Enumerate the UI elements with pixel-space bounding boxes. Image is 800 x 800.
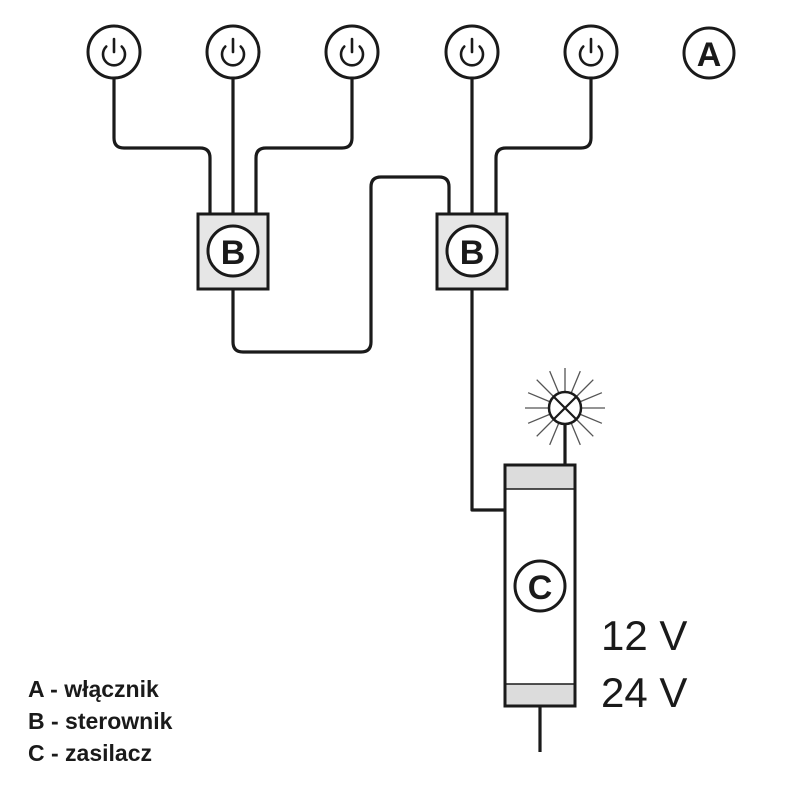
wires <box>112 78 593 752</box>
lamp-glow-rays <box>525 368 605 446</box>
legend-item-c: C - zasilacz <box>28 740 152 766</box>
lamp-icon <box>525 368 605 446</box>
switch-1 <box>86 24 142 80</box>
power-icon <box>578 37 604 67</box>
legend-item-b: B - sterownik <box>28 708 173 734</box>
power-icon <box>220 37 246 67</box>
wire-controller1-controller2 <box>231 175 451 354</box>
wire-switch3-controller1 <box>254 78 354 214</box>
power-icon <box>339 37 365 67</box>
wire-switch5-controller2 <box>494 78 593 214</box>
power-icon <box>101 37 127 67</box>
label-a-text: A <box>697 36 722 74</box>
switch-2 <box>205 24 261 80</box>
controller-1: B <box>196 212 270 291</box>
label-a-badge: A <box>682 26 736 80</box>
voltage-24v: 24 V <box>601 669 687 716</box>
controller-2-label: B <box>460 234 485 272</box>
power-icon <box>459 37 485 67</box>
switch-4 <box>444 24 500 80</box>
legend-item-a: A - włącznik <box>28 676 159 702</box>
power-supply: C <box>503 463 577 708</box>
switch-5 <box>563 24 619 80</box>
voltage-12v: 12 V <box>601 612 687 659</box>
switch-3 <box>324 24 380 80</box>
legend: A - włącznik B - sterownik C - zasilacz <box>28 676 173 766</box>
wire-controller2-power-supply <box>470 289 505 512</box>
wire-switch1-controller1 <box>112 78 212 214</box>
controller-1-label: B <box>221 234 246 272</box>
controller-2: B <box>435 212 509 291</box>
power-supply-label: C <box>528 569 553 607</box>
